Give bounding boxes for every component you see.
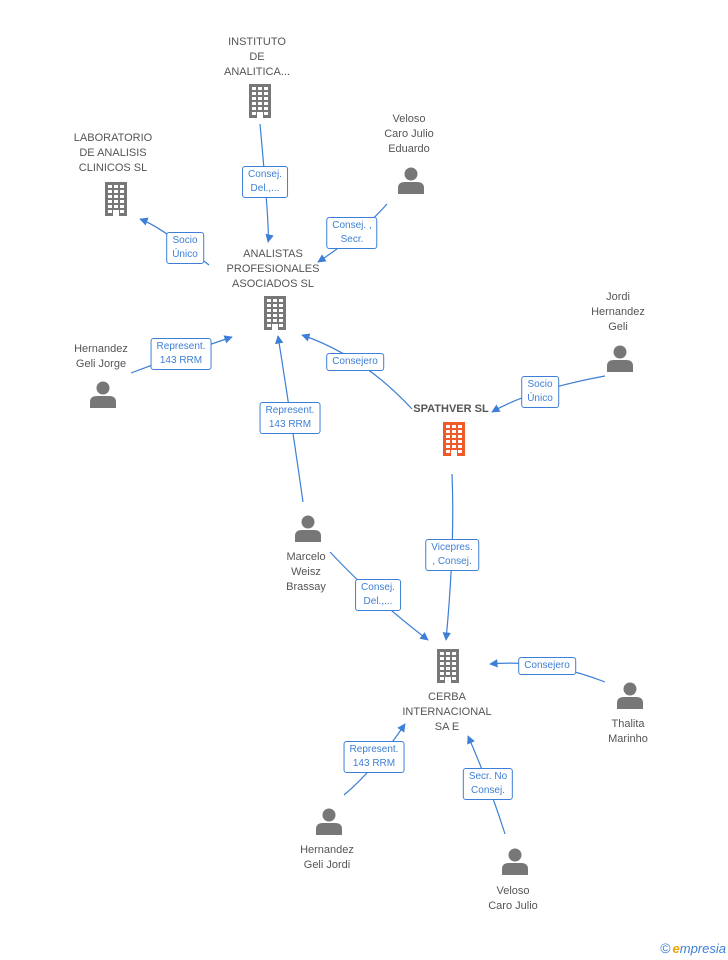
edge-label-line: Único	[527, 393, 553, 404]
edge-label-line: Del.,...	[250, 183, 280, 194]
edge-label-line: Consej. ,	[332, 220, 372, 231]
edge-label-instituto-analistas: Consej. Del.,...	[242, 166, 288, 198]
node-label-laboratorio[interactable]: LABORATORIO DE ANALISIS CLINICOS SL	[74, 131, 152, 176]
edge-label-marcelo-analistas: Represent. 143 RRM	[259, 402, 321, 434]
edge-label-line: Del.,...	[363, 596, 393, 607]
edge-label-line: Socio	[172, 235, 198, 246]
copyright-symbol: ©	[660, 940, 671, 956]
node-label-analistas[interactable]: ANALISTAS PROFESIONALES ASOCIADOS SL	[227, 247, 320, 292]
edge-spathver-to-analistas	[301, 333, 413, 410]
node-label-instituto[interactable]: INSTITUTO DE ANALITICA...	[224, 35, 290, 80]
node-label-line: Eduardo	[388, 143, 430, 155]
building-icon[interactable]	[105, 182, 127, 216]
node-label-line: Veloso	[496, 885, 530, 897]
edge-label-line: Consej.	[361, 582, 395, 593]
node-label-line: Thalita	[611, 718, 645, 730]
node-label-line: LABORATORIO	[73, 132, 153, 144]
edge-label-veloso1-analistas: Consej. , Secr.	[326, 217, 378, 249]
node-label-line: Marcelo	[286, 551, 326, 563]
edge-label-line: Consejero	[524, 660, 570, 671]
person-icon[interactable]	[90, 381, 116, 409]
node-label-line: Caro Julio	[384, 128, 434, 140]
edge-label-line: 143 RRM	[352, 758, 396, 769]
node-label-spathver[interactable]: SPATHVER SL	[413, 402, 488, 417]
edge-label-line: Represent.	[156, 341, 206, 352]
person-icon[interactable]	[295, 515, 321, 543]
node-label-line: Geli Jordi	[303, 859, 351, 871]
node-label-line: CERBA	[428, 691, 466, 703]
edge-label-line: Consejero	[332, 356, 378, 367]
edge-label-line: Secr.	[340, 234, 364, 245]
person-icon[interactable]	[398, 167, 424, 195]
node-label-line: PROFESIONALES	[226, 263, 320, 275]
edge-label-hernandez1-analistas: Represent. 143 RRM	[150, 338, 212, 370]
brand-name: mpresia	[679, 941, 726, 956]
node-label-line: Geli Jorge	[75, 358, 127, 370]
edge-label-line: Vicepres.	[431, 542, 473, 553]
edge-label-line: Secr. No	[468, 771, 508, 782]
node-label-line: Jordi	[606, 291, 630, 303]
person-icon[interactable]	[607, 345, 633, 373]
node-label-line: ASOCIADOS SL	[232, 278, 314, 290]
node-label-line: Veloso	[392, 113, 426, 125]
building-icon[interactable]	[437, 649, 459, 683]
node-label-line: Hernandez	[300, 844, 354, 856]
edge-label-line: 143 RRM	[268, 419, 312, 430]
node-label-cerba[interactable]: CERBA INTERNACIONAL SA E	[402, 690, 491, 735]
edge-label-line: Consej.	[248, 169, 282, 180]
edge-label-spathver-analistas: Consejero	[326, 353, 384, 371]
node-label-line: DE	[249, 51, 265, 63]
edge-label-marcelo-cerba: Consej. Del.,...	[355, 579, 401, 611]
node-label-line: Geli	[608, 321, 628, 333]
person-icon[interactable]	[316, 808, 342, 836]
node-label-line: Caro Julio	[488, 900, 538, 912]
edge-instituto-to-analistas	[259, 123, 274, 243]
node-label-line: INSTITUTO	[228, 36, 286, 48]
node-label-line: Hernandez	[591, 306, 645, 318]
node-label-line: Marinho	[608, 733, 648, 745]
person-icon[interactable]	[617, 682, 643, 710]
edge-label-hernandez2-cerba: Represent. 143 RRM	[343, 741, 405, 773]
node-label-line: Weisz	[291, 566, 321, 578]
edge-label-line: Consej.	[471, 785, 505, 796]
node-label-line: Brassay	[286, 581, 326, 593]
edge-label-line: Único	[172, 249, 198, 260]
building-icon[interactable]	[264, 296, 286, 330]
node-label-line: DE ANALISIS	[79, 147, 147, 159]
building-icon[interactable]	[249, 84, 271, 118]
node-label-line: ANALITICA...	[223, 66, 291, 78]
edge-label-line: Represent.	[265, 405, 315, 416]
edge-label-line: 143 RRM	[159, 355, 203, 366]
edge-label-line: Represent.	[349, 744, 399, 755]
footer-brand: ©empresia	[660, 940, 726, 956]
edge-label-line: Socio	[527, 379, 553, 390]
edge-label-spathver-cerba: Vicepres. , Consej.	[425, 539, 479, 571]
edge-label-line: , Consej.	[432, 556, 472, 567]
node-label-line: CLINICOS SL	[78, 162, 148, 174]
brand-initial: e	[672, 941, 680, 956]
building-icon[interactable]	[443, 422, 465, 456]
person-icon[interactable]	[502, 848, 528, 876]
node-label-line: SA E	[434, 721, 460, 733]
edge-label-veloso2-cerba: Secr. No Consej.	[462, 768, 514, 800]
node-label-line: ANALISTAS	[243, 248, 303, 260]
node-label-line: INTERNACIONAL	[402, 706, 492, 718]
node-label-line: SPATHVER SL	[413, 403, 489, 415]
node-label-line: Hernandez	[74, 343, 128, 355]
edge-label-thalita-cerba: Consejero	[518, 657, 576, 675]
